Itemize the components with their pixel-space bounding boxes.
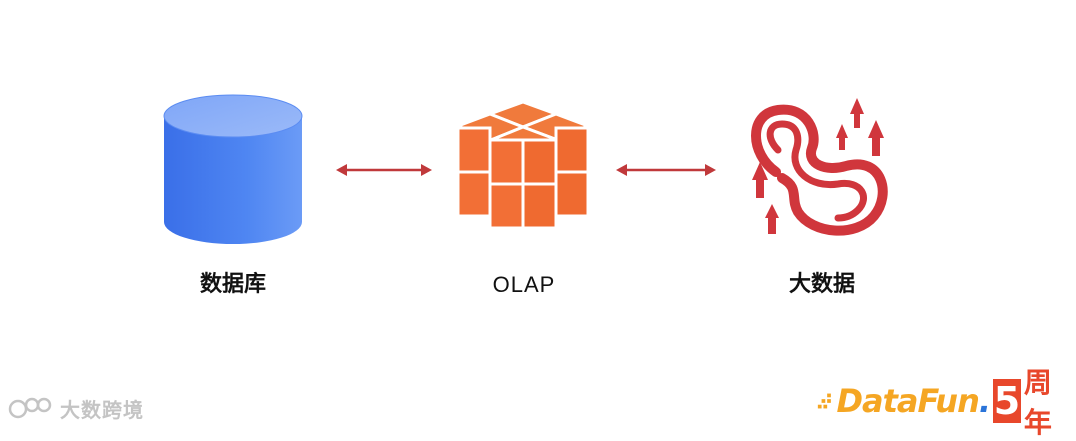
node-label-database: 数据库 [199, 272, 266, 297]
big-data-arrows-icon [751, 98, 888, 236]
anniversary-suffix: 周年 [1023, 366, 1052, 439]
node-label-olap: OLAP [492, 272, 556, 297]
datafun-brand: DataFun [836, 382, 979, 420]
watermark-right: DataFun . 5 周年 [816, 366, 1076, 439]
bbc-logo-icon [8, 397, 52, 419]
datafun-dots-icon [817, 393, 831, 409]
watermark-left-text: 大数跨境 [60, 397, 144, 422]
bidirectional-arrow-db-olap [336, 164, 432, 176]
watermark-left: 大数跨境 [8, 392, 144, 424]
bidirectional-arrow-olap-bigdata [616, 164, 716, 176]
database-cylinder-icon [163, 94, 303, 244]
node-label-bigdata: 大数据 [788, 272, 855, 297]
datafun-dot: . [978, 382, 992, 420]
olap-cube-icon [454, 100, 592, 230]
anniversary-number: 5 [993, 379, 1021, 423]
